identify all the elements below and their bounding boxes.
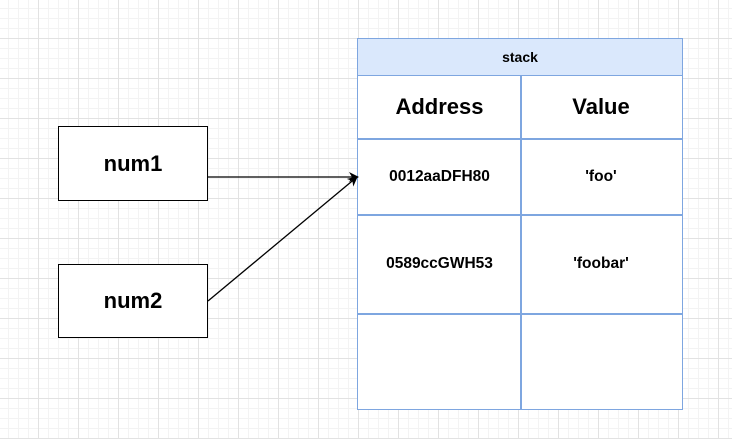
address-cell: 0589ccGWH53 (386, 255, 493, 272)
num2-arrow (207, 176, 358, 302)
column-divider (520, 76, 522, 409)
num1-box[interactable]: num1 (58, 126, 208, 201)
value-header: Value (572, 94, 630, 119)
row-divider (358, 214, 682, 216)
address-cell: 0012aaDFH80 (389, 167, 490, 185)
stack-title-label: stack (502, 49, 538, 65)
value-cell: 'foo' (585, 167, 617, 185)
stack-title: stack (358, 39, 682, 76)
num1-label: num1 (103, 150, 163, 176)
value-cell: 'foobar' (573, 255, 629, 272)
num2-label: num2 (103, 288, 163, 313)
address-header: Address (395, 94, 484, 119)
stack-table[interactable]: stack Address Value 0012aaDFH80 'foo' 05… (357, 38, 683, 410)
row-divider (358, 313, 682, 315)
row-divider (358, 138, 682, 140)
num2-box[interactable]: num2 (58, 264, 208, 338)
